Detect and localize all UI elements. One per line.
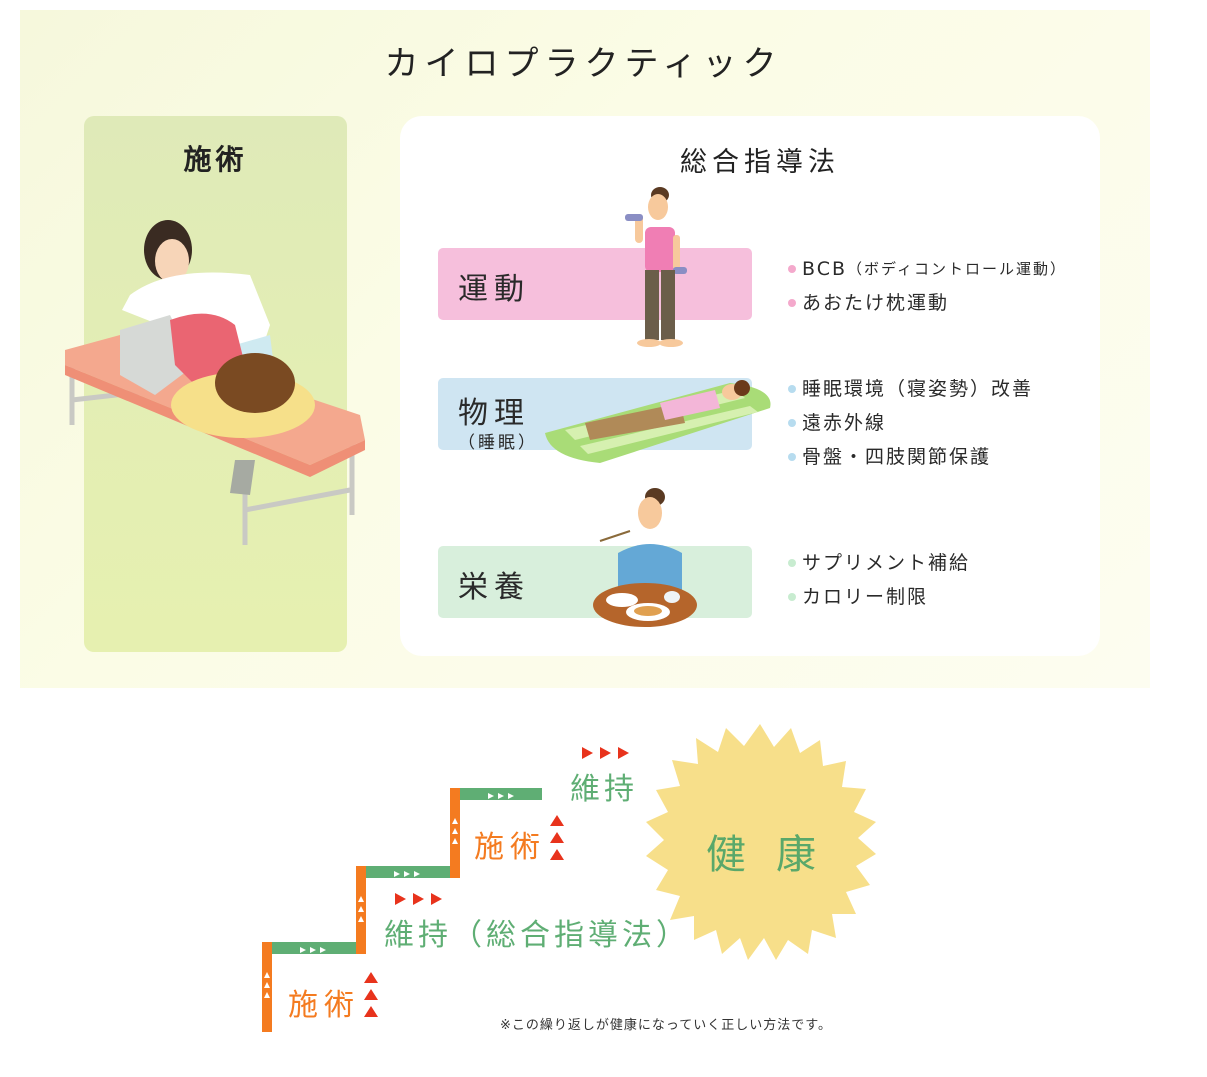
stair-tread-2 bbox=[366, 866, 450, 878]
footnote: ※この繰り返しが健康になっていく正しい方法です。 bbox=[500, 1018, 832, 1033]
bullet-icon bbox=[788, 453, 796, 461]
step1-label: 施術 bbox=[288, 988, 360, 1023]
list-item: 遠赤外線 bbox=[788, 406, 1033, 440]
bullet-icon bbox=[788, 385, 796, 393]
health-burst-icon bbox=[646, 724, 876, 960]
exercise-items: BCB （ボディコントロール運動） あおたけ枕運動 bbox=[788, 252, 1067, 320]
physical-sublabel: （睡眠） bbox=[458, 433, 538, 453]
woman-with-dumbbells-icon bbox=[625, 187, 687, 347]
treatment-illustration-icon bbox=[65, 220, 365, 545]
health-label: 健康 bbox=[706, 832, 846, 878]
up-arrows-icon bbox=[550, 815, 564, 866]
guidance-title: 総合指導法 bbox=[680, 147, 840, 178]
list-item: 睡眠環境（寝姿勢）改善 bbox=[788, 372, 1033, 406]
right-arrows-icon bbox=[395, 890, 449, 909]
bullet-icon bbox=[788, 593, 796, 601]
stair-riser-3 bbox=[450, 788, 460, 878]
bullet-icon bbox=[788, 299, 796, 307]
exercise-label: 運動 bbox=[458, 272, 530, 307]
right-arrows-icon bbox=[582, 744, 636, 763]
physical-label: 物理 bbox=[458, 396, 530, 431]
step3-label: 施術 bbox=[474, 830, 546, 865]
list-item: サプリメント補給 bbox=[788, 546, 970, 580]
step2-label: 維持（総合指導法） bbox=[384, 918, 690, 953]
step4-label: 維持 bbox=[570, 772, 638, 807]
person-lying-on-mat-icon bbox=[545, 380, 771, 463]
up-arrows-icon bbox=[364, 972, 378, 1023]
woman-eating-meal-icon bbox=[593, 488, 697, 627]
treatment-title: 施術 bbox=[183, 143, 248, 176]
list-item: あおたけ枕運動 bbox=[788, 286, 1067, 320]
stair-tread-3 bbox=[460, 788, 542, 800]
physical-items: 睡眠環境（寝姿勢）改善 遠赤外線 骨盤・四肢関節保護 bbox=[788, 372, 1033, 474]
nutrition-items: サプリメント補給 カロリー制限 bbox=[788, 546, 970, 614]
bullet-icon bbox=[788, 265, 796, 273]
bullet-icon bbox=[788, 559, 796, 567]
list-item: カロリー制限 bbox=[788, 580, 970, 614]
exercise-band bbox=[438, 248, 752, 320]
stair-tread-1 bbox=[272, 942, 356, 954]
stair-riser-2 bbox=[356, 866, 366, 954]
page-title: カイロプラクティック bbox=[384, 44, 783, 84]
list-item: BCB （ボディコントロール運動） bbox=[788, 252, 1067, 286]
bullet-icon bbox=[788, 419, 796, 427]
stair-riser-1 bbox=[262, 942, 272, 1032]
list-item: 骨盤・四肢関節保護 bbox=[788, 440, 1033, 474]
nutrition-label: 栄養 bbox=[458, 570, 530, 605]
